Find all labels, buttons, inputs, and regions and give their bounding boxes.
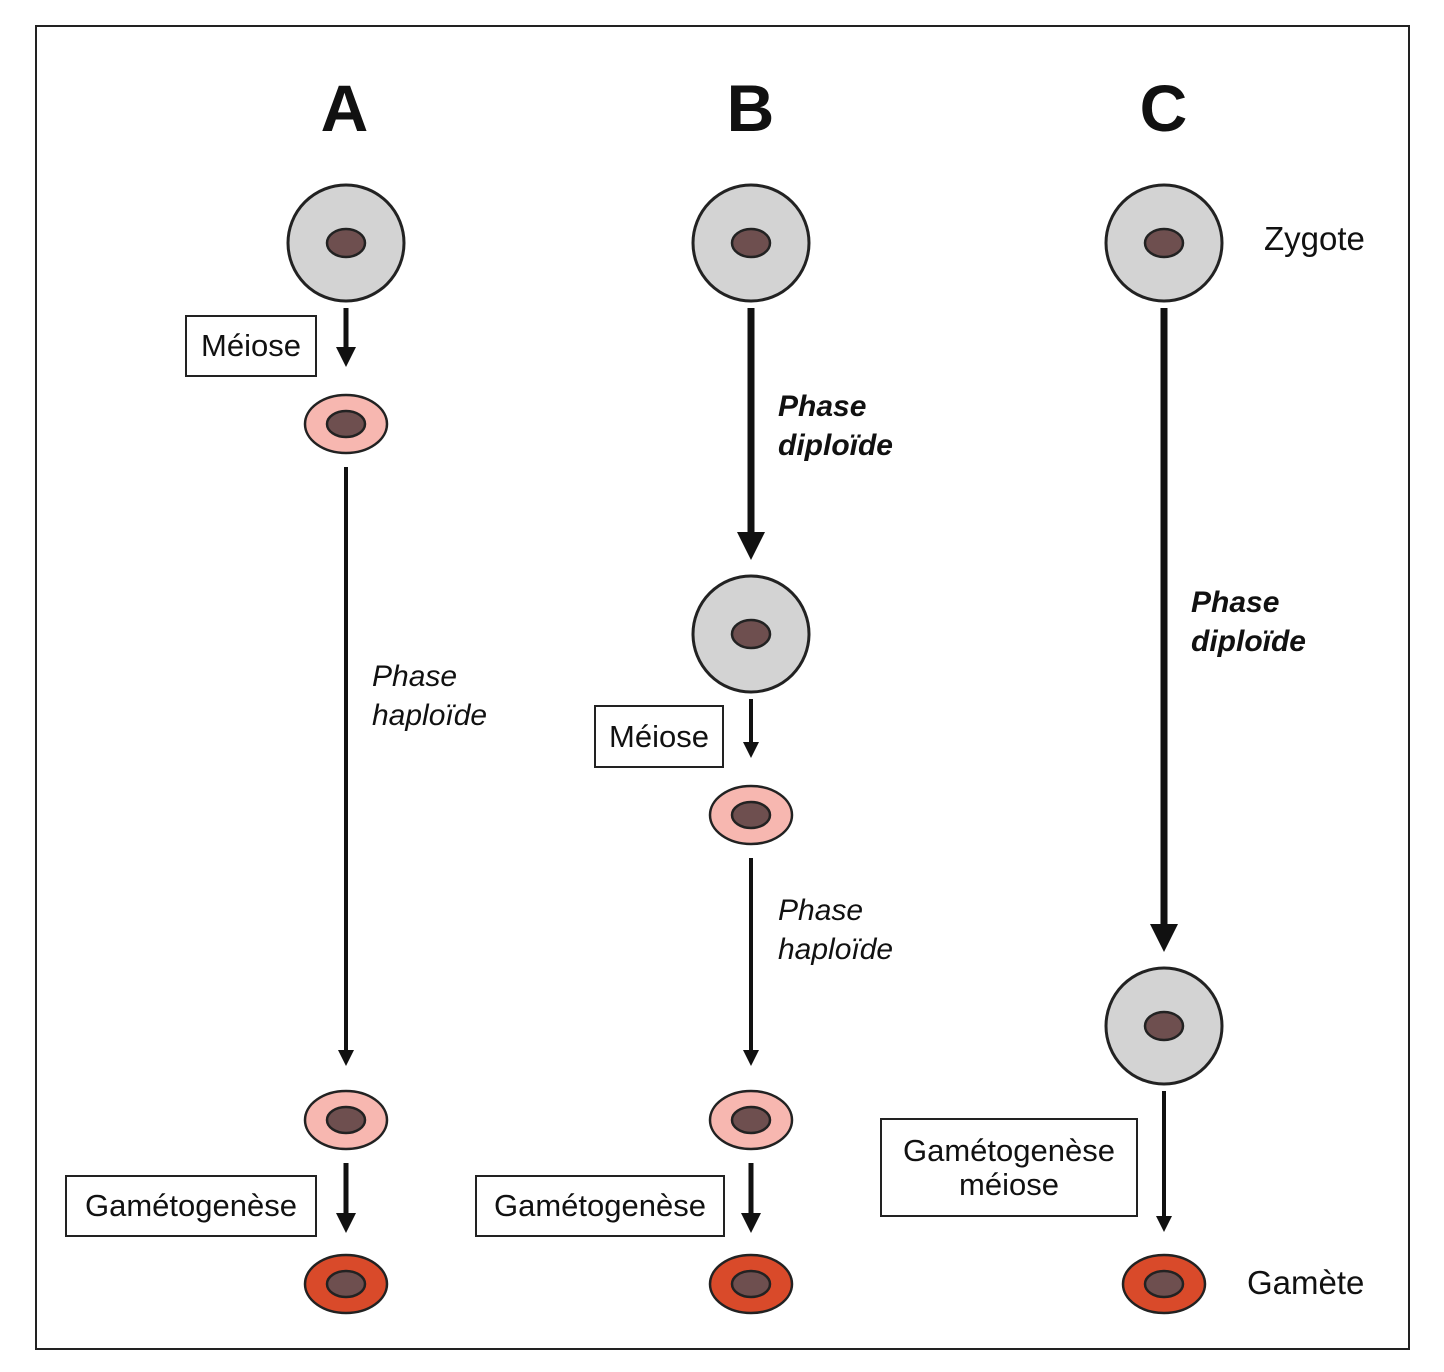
column-a-meiosis-box: Méiose <box>185 315 317 377</box>
column-a-haploid-cell-bottom-nucleus <box>325 1105 367 1135</box>
column-c-diploid-phase-label: Phase diploïde <box>1191 586 1306 658</box>
column-b-haploid-cell-top <box>708 784 794 846</box>
column-b-zygote-cell <box>691 183 811 303</box>
column-a-haploid-cell-top <box>303 393 389 455</box>
diagram-frame <box>35 25 1410 1350</box>
column-a-haploid-cell-top-nucleus <box>325 409 367 439</box>
column-b-haploid-cell-bottom <box>708 1089 794 1151</box>
column-a-gamete-cell-nucleus <box>325 1269 367 1299</box>
column-a-zygote-cell-nucleus <box>325 227 367 259</box>
column-b-haploid-phase-label: Phase haploïde <box>778 894 894 966</box>
column-c-diploid-cell <box>1104 966 1224 1086</box>
column-a-haploid-phase-label: Phase haploïde <box>372 660 488 732</box>
column-a-zygote-cell <box>286 183 406 303</box>
column-c-gamete-cell <box>1121 1253 1207 1315</box>
column-b-diploid-cell-nucleus <box>730 618 772 650</box>
column-b-gametogenesis-box: Gamétogenèse <box>475 1175 725 1237</box>
column-b-diploid-phase-label: Phase diploïde <box>778 390 893 462</box>
column-c-diploid-cell-nucleus <box>1143 1010 1185 1042</box>
column-c-heading: C <box>1139 71 1189 145</box>
column-c-zygote-cell-nucleus <box>1143 227 1185 259</box>
column-b-heading: B <box>726 71 776 145</box>
column-b-zygote-cell-nucleus <box>730 227 772 259</box>
column-a-gamete-cell <box>303 1253 389 1315</box>
zygote-label: Zygote <box>1264 220 1365 257</box>
column-b-gamete-cell-nucleus <box>730 1269 772 1299</box>
column-a-gametogenesis-box: Gamétogenèse <box>65 1175 317 1237</box>
column-c-gametogenesis-meiosis-box: Gamétogenèse méiose <box>880 1118 1138 1217</box>
column-b-haploid-cell-bottom-nucleus <box>730 1105 772 1135</box>
column-a-haploid-cell-bottom <box>303 1089 389 1151</box>
column-a-heading: A <box>320 71 370 145</box>
column-b-diploid-cell <box>691 574 811 694</box>
column-b-gamete-cell <box>708 1253 794 1315</box>
column-c-zygote-cell <box>1104 183 1224 303</box>
column-b-haploid-cell-top-nucleus <box>730 800 772 830</box>
gamete-label: Gamète <box>1247 1264 1365 1301</box>
column-c-gamete-cell-nucleus <box>1143 1269 1185 1299</box>
column-b-meiosis-box: Méiose <box>594 705 724 768</box>
